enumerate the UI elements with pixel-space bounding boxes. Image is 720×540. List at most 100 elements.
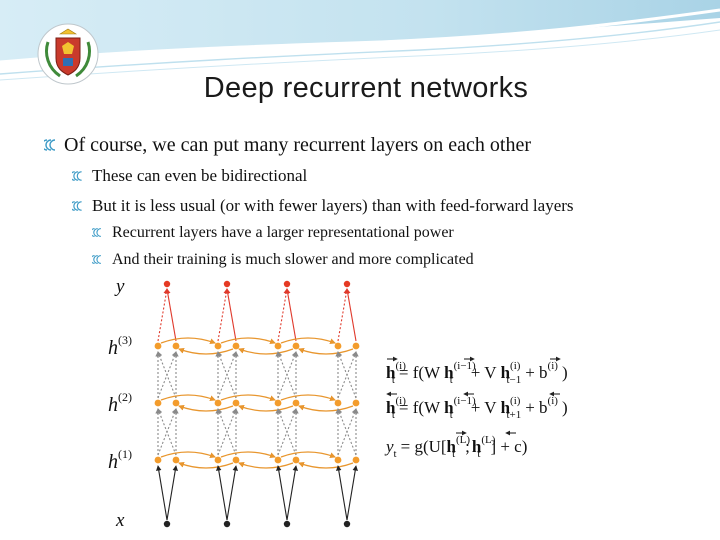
input-node (163, 520, 171, 528)
hidden-node-backward (232, 456, 240, 464)
hidden-node-backward (232, 342, 240, 350)
bullet-item-level2: These can even be bidirectional (69, 166, 308, 186)
hidden-node-forward (334, 342, 342, 350)
bullet-item-level1: Of course, we can put many recurrent lay… (41, 134, 532, 157)
input-edge (346, 465, 358, 521)
layer-label-h3: h(3) (108, 333, 132, 359)
output-node (223, 280, 231, 288)
three-arc-bullet-icon (69, 196, 92, 216)
output-node (283, 280, 291, 288)
output-node (163, 280, 171, 288)
svg-text:yt= g(U[h(L)t;h(L)t] + c): yt= g(U[h(L)t;h(L)t] + c) (384, 434, 527, 460)
hidden-node-forward (334, 456, 342, 464)
recurrent-backward-edge (238, 347, 294, 355)
recurrent-forward-edge (220, 394, 276, 402)
input-edge (286, 465, 298, 521)
recurrent-backward-edge (238, 404, 294, 412)
hidden-node-backward (352, 342, 360, 350)
layer-edge (157, 408, 177, 456)
hidden-node-backward (172, 342, 180, 350)
recurrent-backward-edge (178, 404, 234, 412)
bullet-text: But it is less usual (or with fewer laye… (92, 196, 574, 215)
recurrent-backward-edge (298, 461, 354, 469)
network-edges (155, 288, 359, 521)
hidden-node-backward (292, 342, 300, 350)
layer-edge (157, 351, 177, 399)
input-node (283, 520, 291, 528)
layer-edge (337, 408, 357, 456)
university-crest-icon (37, 23, 99, 85)
input-edge (276, 465, 288, 521)
layer-label-h2: h(2) (108, 390, 132, 416)
input-edge (166, 465, 178, 521)
recurrent-forward-edge (160, 337, 216, 345)
hidden-node-forward (274, 342, 282, 350)
recurrent-forward-edge (280, 337, 336, 345)
input-edge (226, 465, 238, 521)
bullet-item-level2: But it is less usual (or with fewer laye… (69, 196, 574, 216)
layer-label-x: x (115, 510, 125, 531)
input-node (223, 520, 231, 528)
recurrent-forward-edge (160, 394, 216, 402)
input-edge (216, 465, 228, 521)
hidden-node-forward (274, 399, 282, 407)
recurrent-forward-edge (160, 451, 216, 459)
hidden-node-forward (334, 399, 342, 407)
hidden-node-forward (214, 456, 222, 464)
hidden-node-backward (352, 399, 360, 407)
layer-label-y: y (114, 276, 125, 297)
svg-text:h(i)t= f(Wh(i−1)t+ Vh(i)t−1+ b: h(i)t= f(Wh(i−1)t+ Vh(i)t−1+ b(i)) (386, 360, 568, 386)
bullet-item-level3: And their training is much slower and mo… (90, 251, 474, 269)
hidden-node-forward (214, 342, 222, 350)
output-node (343, 280, 351, 288)
output-edge (337, 288, 349, 342)
recurrent-forward-edge (220, 337, 276, 345)
recurrent-backward-edge (298, 404, 354, 412)
three-arc-bullet-icon (69, 166, 92, 186)
hidden-node-backward (352, 456, 360, 464)
hidden-node-forward (154, 342, 162, 350)
hidden-node-forward (274, 456, 282, 464)
layer-edge (277, 351, 297, 399)
svg-text:h(i)t= f(Wh(i−1)t+ Vh(i)t+1+ b: h(i)t= f(Wh(i−1)t+ Vh(i)t+1+ b(i)) (386, 395, 568, 421)
input-edge (336, 465, 348, 521)
bullet-text: Of course, we can put many recurrent lay… (64, 134, 532, 156)
bullet-text: Recurrent layers have a larger represent… (112, 224, 454, 241)
bullet-text: These can even be bidirectional (92, 166, 308, 185)
input-node (343, 520, 351, 528)
output-edge (285, 288, 297, 342)
header-wave-decoration (0, 0, 720, 81)
output-edge (277, 288, 289, 342)
recurrent-backward-edge (298, 347, 354, 355)
bullet-text: And their training is much slower and mo… (112, 251, 474, 268)
equation-output: yt= g(U[h(L)t;h(L)t] + c) (384, 430, 527, 460)
layer-edge (337, 351, 357, 399)
hidden-node-backward (292, 399, 300, 407)
three-arc-bullet-icon (90, 251, 112, 269)
layer-edge (217, 408, 237, 456)
output-edge (157, 288, 169, 342)
recurrent-backward-edge (238, 461, 294, 469)
recurrent-forward-edge (220, 451, 276, 459)
hidden-node-backward (232, 399, 240, 407)
output-edge (345, 288, 357, 342)
input-edge (156, 465, 168, 521)
recurrent-backward-edge (178, 347, 234, 355)
hidden-node-backward (172, 399, 180, 407)
hidden-node-backward (292, 456, 300, 464)
output-edge (225, 288, 237, 342)
recurrent-backward-edge (178, 461, 234, 469)
output-edge (165, 288, 177, 342)
three-arc-bullet-icon (90, 224, 112, 242)
hidden-node-forward (214, 399, 222, 407)
hidden-node-forward (154, 456, 162, 464)
network-nodes (154, 280, 360, 528)
output-edge (217, 288, 229, 342)
three-arc-bullet-icon (41, 134, 64, 157)
recurrent-forward-edge (280, 394, 336, 402)
bullet-item-level3: Recurrent layers have a larger represent… (90, 224, 454, 242)
